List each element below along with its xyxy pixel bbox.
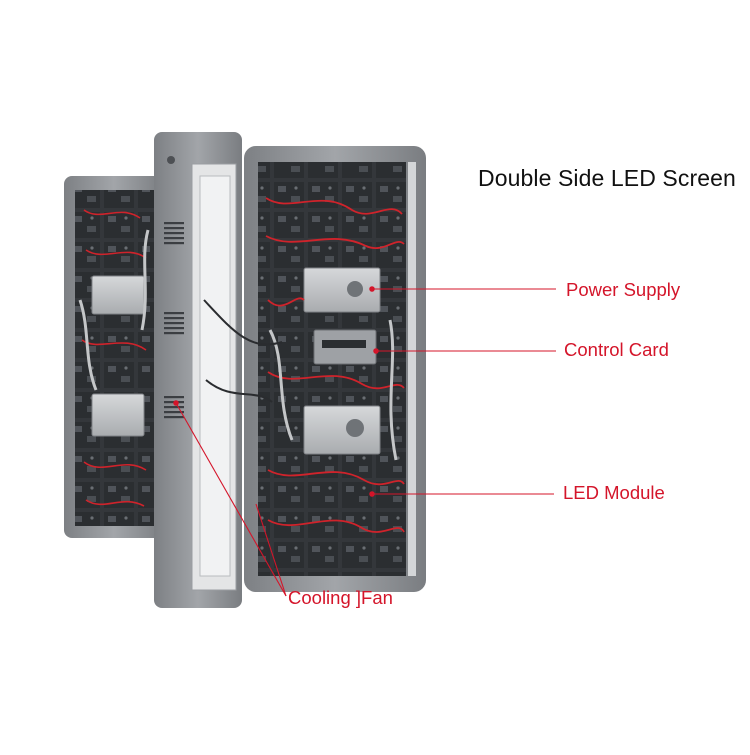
cooling-fan-vent-1 <box>164 222 184 245</box>
front-cabinet-interior <box>258 162 406 576</box>
open-door-panel <box>154 132 283 608</box>
leader-cooling-fan-2 <box>255 503 287 597</box>
power-supply-unit-rear-2 <box>91 393 145 437</box>
front-cables <box>265 197 405 533</box>
rear-cables <box>81 209 147 507</box>
rear-cables-grey <box>78 229 150 391</box>
diagram-title: Double Side LED Screen <box>478 165 736 191</box>
cooling-fan-vent-2 <box>164 312 184 335</box>
callout-control-card: Control Card <box>564 339 669 360</box>
front-cabinet <box>244 146 426 592</box>
power-supply-unit-1 <box>303 267 381 313</box>
front-cabinet-edge-strip <box>408 162 416 576</box>
leader-dot-control-card <box>373 348 379 354</box>
leader-cooling-fan-1 <box>175 402 287 597</box>
front-cables-grey <box>268 319 398 461</box>
control-card-connectors <box>322 340 366 348</box>
rear-cabinet <box>64 176 164 538</box>
callout-led-module: LED Module <box>563 482 665 503</box>
callout-leaders <box>173 286 556 597</box>
door-inner-glass <box>199 175 231 577</box>
leader-dot-cooling-fan <box>173 400 179 406</box>
door-wiring <box>203 299 283 403</box>
callout-power-supply: Power Supply <box>566 279 681 300</box>
power-supply-unit-rear-1 <box>91 275 145 315</box>
callout-cooling-fan: Cooling ]Fan <box>288 587 393 608</box>
power-supply-unit-2 <box>303 405 381 455</box>
leader-dot-led-module <box>369 491 375 497</box>
power-supply-fan-2 <box>346 419 364 437</box>
leader-dot-power-supply <box>369 286 375 292</box>
power-supply-fan-1 <box>347 281 363 297</box>
door-lock <box>167 156 175 164</box>
